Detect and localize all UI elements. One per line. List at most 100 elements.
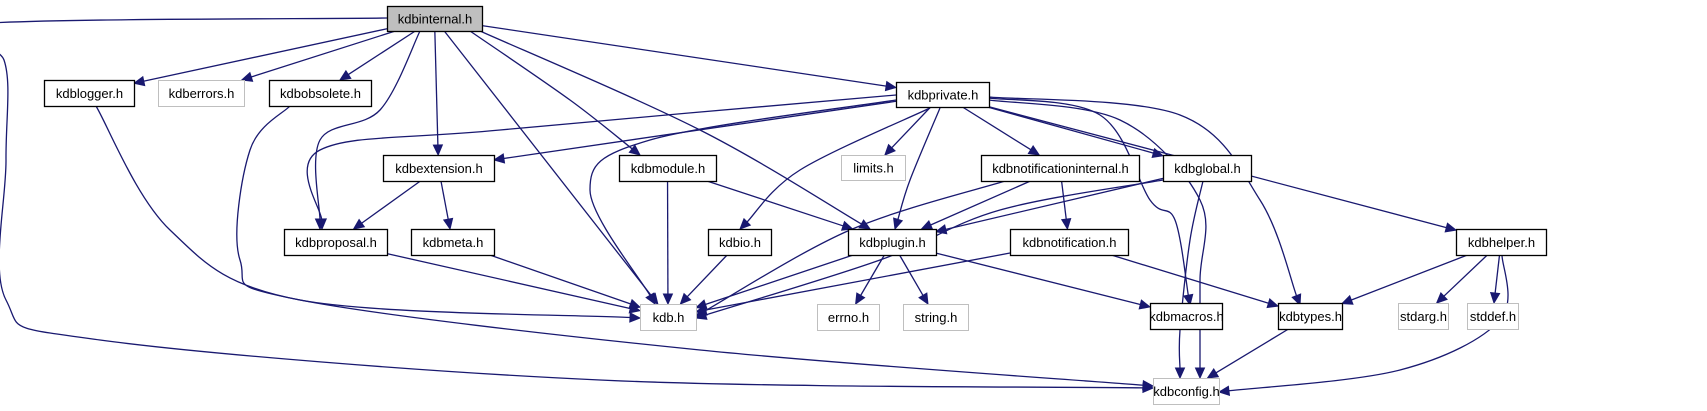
node-label: kdb.h xyxy=(653,310,685,325)
edge-kdbnotification-to-kdbtypes xyxy=(1111,254,1280,309)
node-label: kdbmeta.h xyxy=(423,235,484,250)
arrow-head-icon xyxy=(628,144,641,156)
arrow-head-icon xyxy=(645,292,656,306)
node-box xyxy=(1398,303,1449,330)
node-kdbconfig: kdbconfig.h xyxy=(1153,378,1220,405)
edge-line xyxy=(314,30,421,221)
edge-kdbhelper-to-stddef xyxy=(1489,254,1501,305)
edge-kdbinternal-to-kdbplugin xyxy=(479,30,872,230)
node-kdbplugin[interactable]: kdbplugin.h xyxy=(847,228,938,257)
node-label: kdbtypes.h xyxy=(1279,309,1342,324)
node-kdbmacros[interactable]: kdbmacros.h xyxy=(1149,302,1224,331)
node-label: kdbhelper.h xyxy=(1468,235,1535,250)
arrow-head-icon xyxy=(132,75,146,87)
node-label: kdbconfig.h xyxy=(1153,384,1220,399)
node-string: string.h xyxy=(903,304,969,331)
node-label: kdbplugin.h xyxy=(859,235,926,250)
node-box xyxy=(841,155,906,181)
arrow-head-icon xyxy=(628,298,642,309)
edge-kdbtypes-to-kdbconfig xyxy=(1206,328,1289,379)
node-box xyxy=(283,228,389,257)
edge-line xyxy=(1111,254,1270,305)
node-box xyxy=(1009,228,1130,257)
edge-line xyxy=(469,30,634,150)
node-label: kdbprivate.h xyxy=(908,88,979,103)
node-label: kdbinternal.h xyxy=(398,12,472,27)
arrow-head-icon xyxy=(1266,298,1280,309)
node-kdbinternal[interactable]: kdbinternal.h xyxy=(386,5,484,33)
node-box xyxy=(382,154,496,183)
node-kdbobsolete[interactable]: kdbobsolete.h xyxy=(268,79,373,108)
arrow-head-icon xyxy=(1340,294,1354,305)
node-label: kdbproposal.h xyxy=(295,235,377,250)
edge-line xyxy=(686,254,728,298)
edge-kdbhelper-to-kdbtypes xyxy=(1340,254,1468,305)
arrow-head-icon xyxy=(1142,379,1155,391)
node-kdbnotificationinternal[interactable]: kdbnotificationinternal.h xyxy=(980,154,1141,183)
node-label: kdbextension.h xyxy=(395,161,482,176)
edge-line xyxy=(1214,328,1289,374)
edge-kdbmeta-to-kdb xyxy=(489,254,642,309)
node-label: kdbmacros.h xyxy=(1149,309,1223,324)
edge-line xyxy=(890,106,932,149)
node-kdblogger[interactable]: kdblogger.h xyxy=(43,79,136,108)
node-box xyxy=(1149,302,1224,331)
node-kdbglobal[interactable]: kdbglobal.h xyxy=(1162,154,1253,183)
node-kdbhelper[interactable]: kdbhelper.h xyxy=(1455,228,1548,257)
node-kdbprivate[interactable]: kdbprivate.h xyxy=(895,81,991,109)
node-label: kdbio.h xyxy=(719,235,761,250)
edge-line xyxy=(502,100,897,160)
node-kdbnotification[interactable]: kdbnotification.h xyxy=(1009,228,1130,257)
node-kdbio[interactable]: kdbio.h xyxy=(707,228,773,257)
arrow-head-icon xyxy=(884,80,898,92)
node-kdberrors: kdberrors.h xyxy=(158,80,245,107)
edges-layer xyxy=(0,17,1509,396)
node-kdbextension[interactable]: kdbextension.h xyxy=(382,154,496,183)
node-box xyxy=(1277,302,1344,331)
arrow-head-icon xyxy=(1182,293,1194,307)
edge-line xyxy=(1350,254,1468,301)
edge-line xyxy=(1494,254,1501,295)
node-box xyxy=(43,79,136,108)
edge-kdbprivate-to-limits xyxy=(884,106,932,156)
edge-kdbprivate-to-kdb xyxy=(589,99,897,306)
arrow-head-icon xyxy=(240,71,254,82)
node-box xyxy=(895,81,991,109)
edge-line xyxy=(1060,180,1067,221)
node-label: limits.h xyxy=(853,161,893,176)
node-kdbmodule[interactable]: kdbmodule.h xyxy=(618,154,718,183)
arrow-head-icon xyxy=(1138,299,1152,310)
arrow-head-icon xyxy=(432,144,444,157)
edge-kdbprivate-to-kdbextension xyxy=(492,100,897,164)
edge-line xyxy=(1442,254,1488,298)
node-kdbmeta[interactable]: kdbmeta.h xyxy=(410,228,496,257)
edge-kdbinternal-to-kdbextension xyxy=(432,30,444,157)
node-box xyxy=(847,228,938,257)
node-label: kdbobsolete.h xyxy=(280,86,361,101)
node-label: kdblogger.h xyxy=(56,86,123,101)
edge-kdbglobal-to-kdbconfig xyxy=(1174,180,1204,380)
edge-kdbprivate-to-kdbtypes xyxy=(988,96,1302,307)
node-box xyxy=(817,304,880,331)
node-label: errno.h xyxy=(828,310,869,325)
node-stdarg: stdarg.h xyxy=(1398,303,1449,330)
node-box xyxy=(1153,378,1220,405)
node-errno: errno.h xyxy=(817,304,880,331)
edge-line xyxy=(704,252,1011,311)
edge-kdbmodule-to-kdb xyxy=(662,180,674,306)
edge-kdbnotificationinternal-to-kdbplugin xyxy=(920,180,1031,230)
arrow-head-icon xyxy=(662,293,674,306)
edge-line xyxy=(988,97,1190,297)
node-box xyxy=(1162,154,1253,183)
edge-line xyxy=(0,17,1145,389)
edge-line xyxy=(443,30,653,298)
arrow-head-icon xyxy=(338,69,352,81)
edge-line xyxy=(987,106,1155,154)
edge-line xyxy=(440,180,450,221)
node-label: stdarg.h xyxy=(1400,309,1447,324)
node-kdbproposal[interactable]: kdbproposal.h xyxy=(283,228,389,257)
arrow-head-icon xyxy=(893,217,904,231)
node-kdbtypes[interactable]: kdbtypes.h xyxy=(1277,302,1344,331)
node-box xyxy=(707,228,773,257)
nodes-layer: kdbinternal.h kdblogger.h kdberrors.h kdbob… xyxy=(43,5,1548,405)
